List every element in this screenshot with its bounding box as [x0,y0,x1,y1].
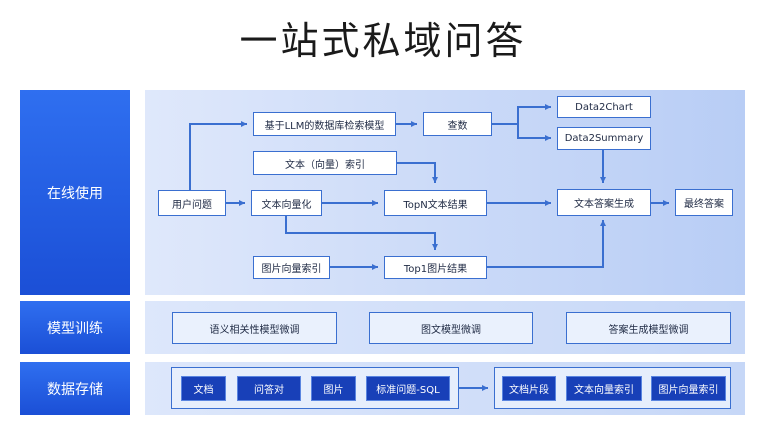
node-user-question: 用户问题 [158,190,226,216]
row-label-train: 模型训练 [20,301,130,354]
row-label-storage: 数据存储 [20,362,130,415]
node-text-vector-index: 文本（向量）索引 [253,151,397,175]
storage-qa-pair: 问答对 [237,376,301,401]
node-llm-db-search: 基于LLM的数据库检索模型 [253,112,396,136]
storage-std-question-sql: 标准问题-SQL [366,376,450,401]
row-label-online: 在线使用 [20,90,130,295]
node-final-answer: 最终答案 [675,189,733,216]
node-top1-image-result: Top1图片结果 [384,256,487,279]
node-text-vectorize: 文本向量化 [251,190,322,216]
train-image-text-model: 图文模型微调 [369,312,533,344]
storage-text-vector-index: 文本向量索引 [566,376,642,401]
page-title: 一站式私域问答 [239,19,527,63]
node-data2summary: Data2Summary [557,127,651,150]
train-semantic-relevance: 语义相关性模型微调 [172,312,337,344]
node-topn-text-result: TopN文本结果 [384,190,487,216]
node-image-vector-index: 图片向量索引 [253,256,330,279]
node-data2chart: Data2Chart [557,96,651,118]
storage-image-vector-index: 图片向量索引 [651,376,726,401]
train-answer-gen-model: 答案生成模型微调 [566,312,731,344]
storage-doc: 文档 [181,376,226,401]
storage-image: 图片 [311,376,356,401]
node-text-answer-gen: 文本答案生成 [557,189,651,216]
storage-doc-fragment: 文档片段 [502,376,556,401]
node-query-data: 查数 [423,112,492,136]
